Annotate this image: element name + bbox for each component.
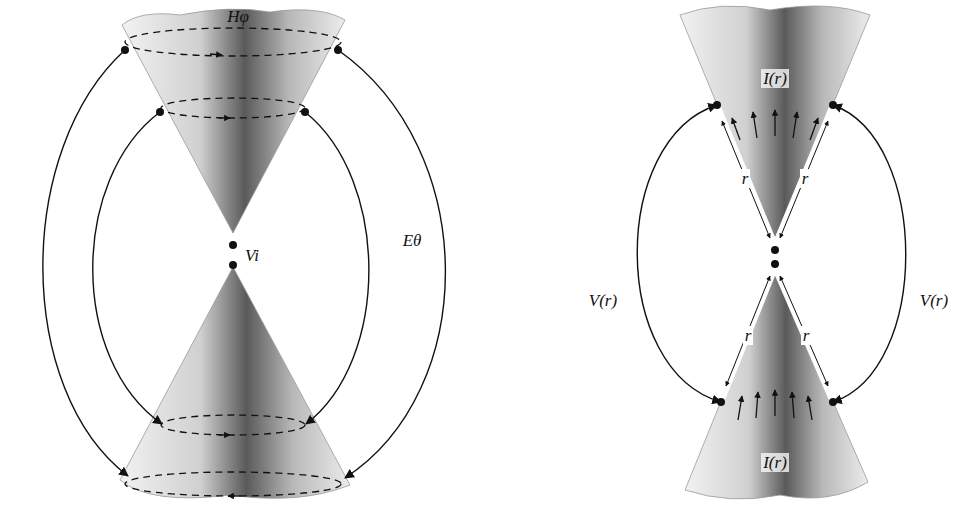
voltage-label: Vi <box>243 246 261 265</box>
field-label: Hφ <box>225 7 251 26</box>
length-label: r <box>743 326 754 345</box>
current-label: I(r) <box>761 69 789 88</box>
length-label: r <box>800 169 811 188</box>
voltage-label: V(r) <box>587 291 619 310</box>
left-cones <box>43 9 446 498</box>
current-label: I(r) <box>761 453 789 472</box>
voltage-label: V(r) <box>918 291 950 310</box>
field-label: Eθ <box>401 231 424 250</box>
length-label: r <box>801 326 812 345</box>
right-cones <box>637 6 906 499</box>
length-label: r <box>740 169 751 188</box>
